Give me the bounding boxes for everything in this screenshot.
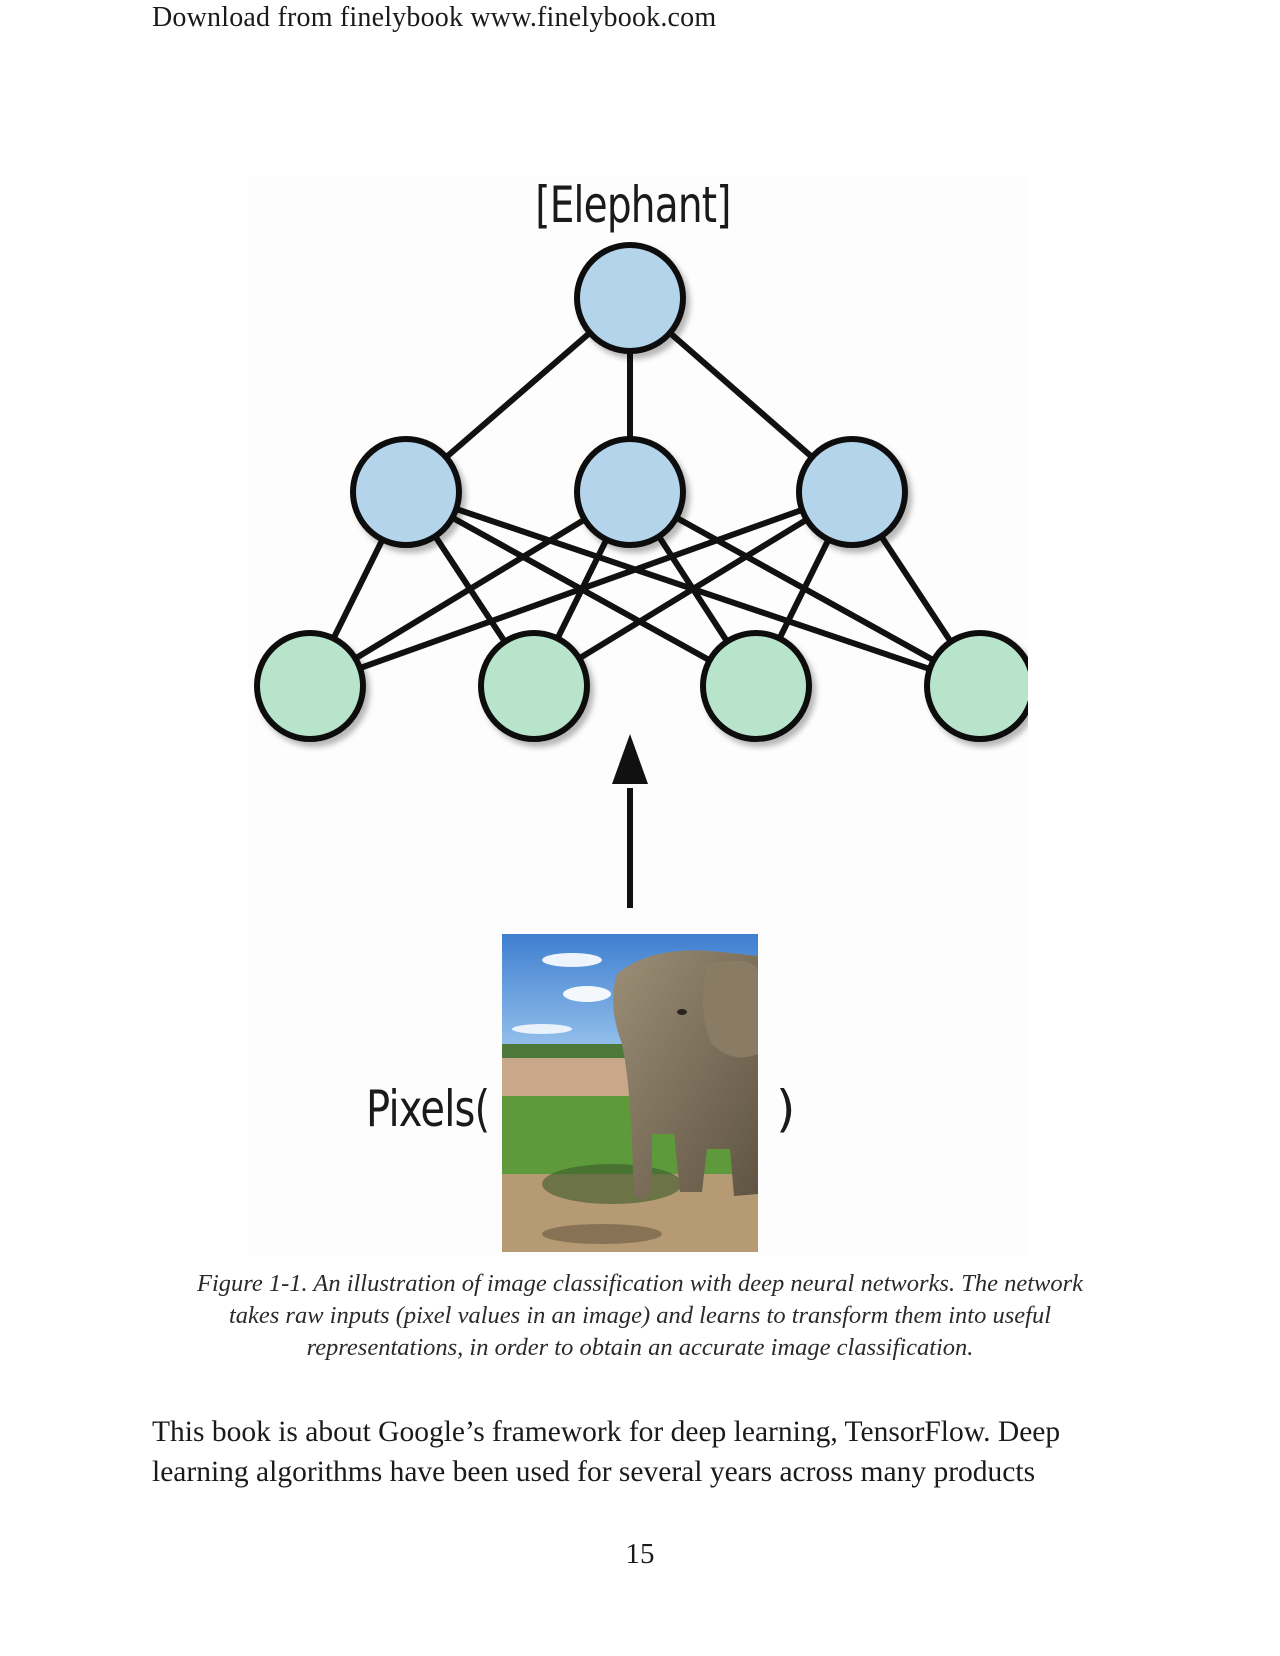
body-paragraph: This book is about Google’s framework fo… bbox=[152, 1412, 1152, 1492]
input-label: Pixels( bbox=[366, 1080, 490, 1138]
caption-line: takes raw inputs (pixel values in an ima… bbox=[228, 1302, 1052, 1329]
neural-network-figure: [Elephant] bbox=[248, 176, 1028, 1256]
caption-line: Figure 1-1. An illustration of image cla… bbox=[196, 1270, 1084, 1297]
output-node bbox=[574, 242, 686, 354]
body-line: This book is about Google’s framework fo… bbox=[152, 1416, 1061, 1448]
input-arrow bbox=[612, 734, 648, 908]
edge-input-hidden bbox=[403, 489, 759, 689]
network-nodes bbox=[254, 242, 1028, 742]
input-node bbox=[924, 630, 1028, 742]
output-label: [Elephant] bbox=[535, 176, 731, 234]
body-line: learning algorithms have been used for s… bbox=[152, 1456, 1036, 1488]
hidden-node bbox=[574, 436, 686, 548]
edge-input-hidden bbox=[627, 489, 983, 689]
elephant-image bbox=[502, 934, 758, 1252]
caption-line: representations, in order to obtain an a… bbox=[306, 1334, 974, 1361]
page-header: Download from finelybook www.finelybook.… bbox=[152, 2, 717, 33]
elephant-photo bbox=[502, 934, 758, 1252]
input-node bbox=[478, 630, 590, 742]
input-node bbox=[700, 630, 812, 742]
input-node bbox=[254, 630, 366, 742]
page-number: 15 bbox=[625, 1538, 655, 1570]
figure-caption: Figure 1-1. An illustration of image cla… bbox=[150, 1268, 1130, 1364]
hidden-node bbox=[350, 436, 462, 548]
network-diagram bbox=[254, 242, 1028, 908]
edge-input-hidden bbox=[403, 489, 983, 689]
hidden-node bbox=[796, 436, 908, 548]
input-label-close: ) bbox=[776, 1080, 796, 1138]
